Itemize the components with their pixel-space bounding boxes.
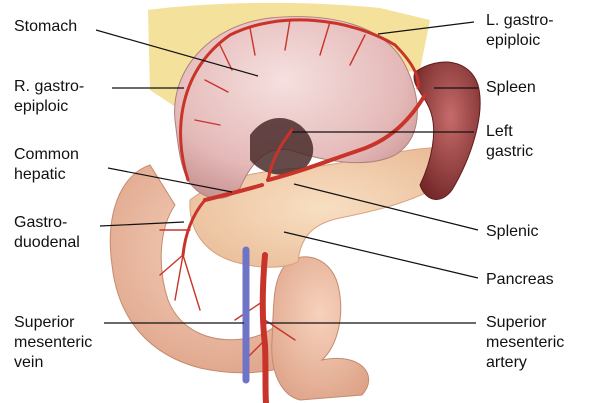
label-gastroduodenal: Gastro- duodenal — [14, 213, 80, 253]
label-pancreas: Pancreas — [486, 270, 554, 290]
spleen — [414, 62, 480, 199]
label-superior-mesenteric-artery: Superior mesenteric artery — [486, 313, 564, 373]
label-l-gastroepiploic: L. gastro- epiploic — [486, 11, 554, 51]
label-common-hepatic: Common hepatic — [14, 145, 79, 185]
label-splenic: Splenic — [486, 222, 538, 242]
label-spleen: Spleen — [486, 78, 536, 98]
label-r-gastroepiploic: R. gastro- epiploic — [14, 77, 84, 117]
label-left-gastric: Left gastric — [486, 122, 533, 162]
jejunum-loop — [272, 257, 369, 400]
label-stomach: Stomach — [14, 17, 77, 37]
label-superior-mesenteric-vein: Superior mesenteric vein — [14, 313, 92, 373]
